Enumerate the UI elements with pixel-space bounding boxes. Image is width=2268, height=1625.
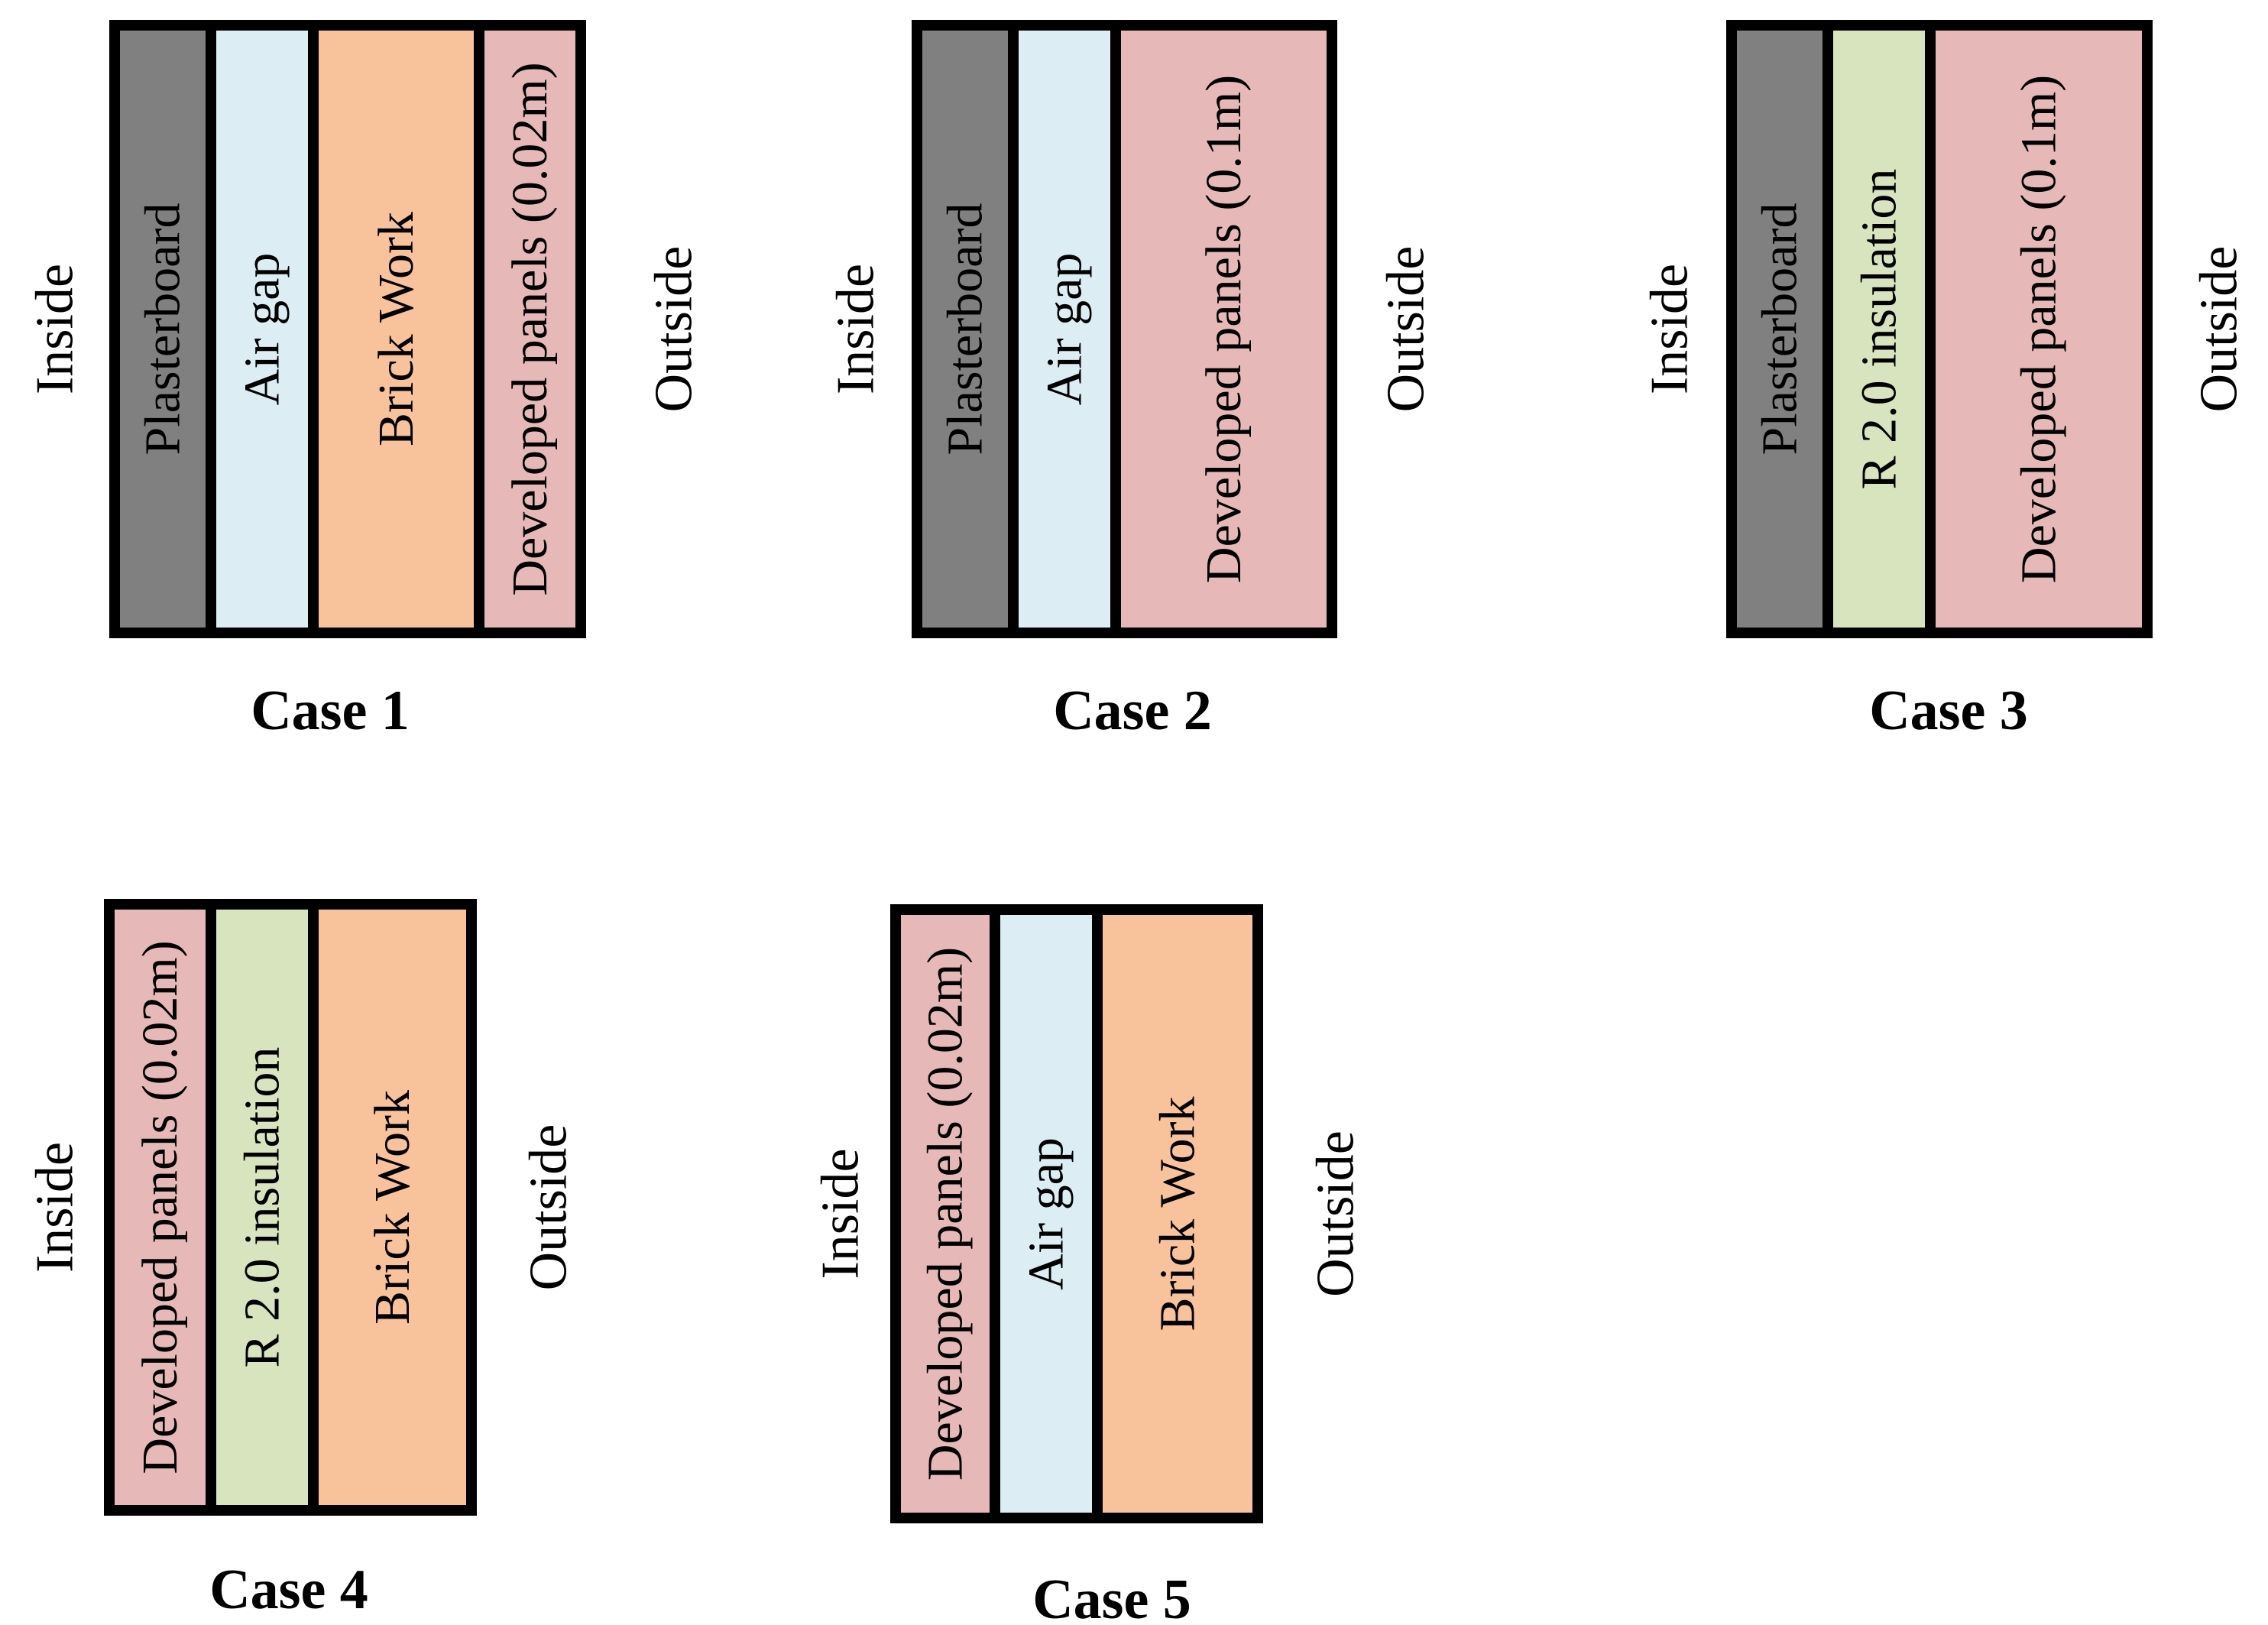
inside-label: Inside [1641, 264, 1699, 394]
layer-label: R 2.0 insulation [1852, 169, 1907, 490]
layer-brick-work [308, 20, 484, 638]
case-1-group: Plasterboard Air gap Brick Work Developed p… [26, 20, 704, 742]
layer-brick-work [308, 899, 477, 1516]
layer-label: Developed panels (0.02m) [502, 62, 558, 595]
layer-insulation [1823, 20, 1936, 638]
case-5-group: Developed panels (0.02m) Air gap Brick Wor… [812, 904, 1366, 1625]
inside-label: Inside [812, 1148, 870, 1279]
layer-label: Developed panels (0.1m) [2011, 75, 2067, 583]
layer-developed-panels [1925, 20, 2153, 638]
layer-label: Air gap [1037, 253, 1093, 406]
inside-label: Inside [827, 264, 886, 394]
layer-air-gap [206, 20, 319, 638]
layer-insulation [206, 899, 319, 1516]
case-label: Case 1 [251, 680, 410, 742]
case-label: Case 3 [1869, 680, 2028, 742]
outside-label: Outside [520, 1124, 578, 1291]
case-label: Case 4 [209, 1559, 368, 1621]
inside-label: Inside [26, 264, 85, 394]
case-4-group: Developed panels (0.02m) R 2.0 insulation… [26, 899, 578, 1621]
layer-label: Air gap [235, 253, 290, 406]
layer-label: R 2.0 insulation [235, 1047, 290, 1368]
layer-developed-panels [1110, 20, 1337, 638]
outside-label: Outside [1307, 1130, 1366, 1297]
layer-label: Developed panels (0.02m) [132, 940, 188, 1474]
layer-label: Air gap [1019, 1137, 1074, 1290]
layer-label: Developed panels (0.02m) [918, 947, 974, 1481]
case-label: Case 5 [1032, 1568, 1191, 1625]
inside-label: Inside [26, 1142, 85, 1273]
layer-label: Plasterboard [135, 203, 191, 456]
layer-label: Developed panels (0.1m) [1196, 75, 1252, 583]
layer-label: Brick Work [1150, 1097, 1206, 1331]
layer-label: Plasterboard [938, 203, 993, 456]
case-2-group: Plasterboard Air gap Developed panels (0.1… [827, 20, 1436, 742]
outside-label: Outside [2190, 246, 2249, 413]
layer-developed-panels [474, 20, 586, 638]
layer-label: Brick Work [368, 212, 424, 446]
layer-plasterboard [109, 20, 216, 638]
layer-plasterboard [1726, 20, 1833, 638]
outside-label: Outside [645, 246, 704, 413]
layer-label: Plasterboard [1752, 203, 1808, 456]
layer-brick-work [1092, 904, 1263, 1523]
case-label: Case 2 [1053, 680, 1212, 742]
layer-plasterboard [912, 20, 1019, 638]
case-3-group: Plasterboard R 2.0 insulation Developed pa… [1641, 20, 2249, 742]
outside-label: Outside [1377, 246, 1436, 413]
layer-label: Brick Work [364, 1090, 420, 1325]
